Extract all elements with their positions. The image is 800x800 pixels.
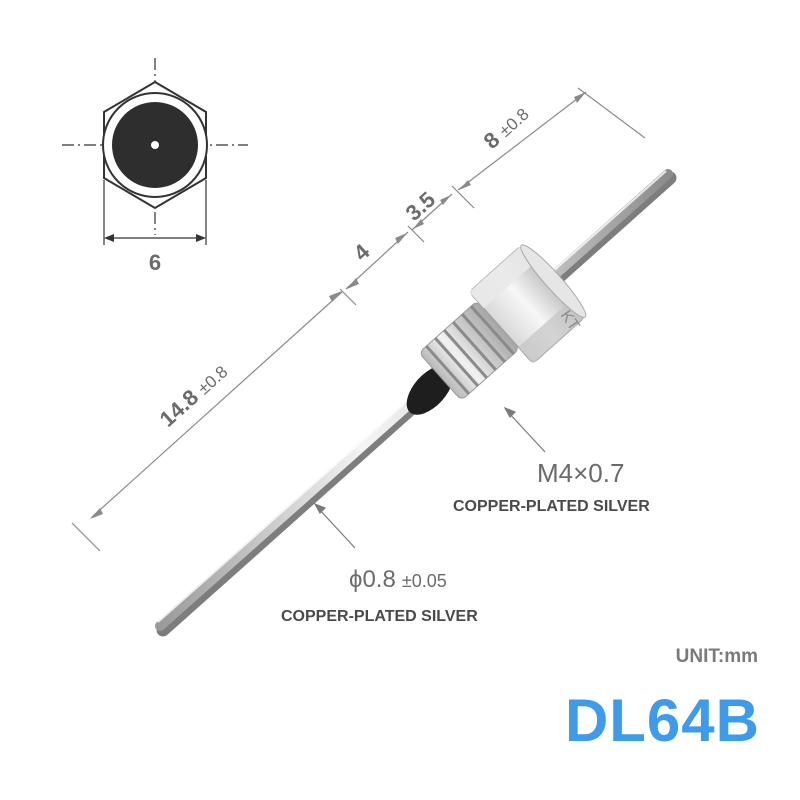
dim-thread-label: 4 xyxy=(349,238,375,265)
hex-end-view: 6 xyxy=(62,58,248,275)
pin-callout: ϕ0.8 ±0.05 xyxy=(349,566,447,593)
dim-total-tolerance: ±0.8 xyxy=(194,362,231,398)
arrow-total-left xyxy=(90,508,103,519)
dim-thread-value: 4 xyxy=(349,238,375,265)
pin-end-dot xyxy=(151,141,159,149)
pin-tolerance: ±0.05 xyxy=(402,571,447,591)
leader-pin-arrow xyxy=(313,502,327,514)
pin-material: COPPER-PLATED SILVER xyxy=(281,608,478,625)
arrow-hex-right xyxy=(440,195,451,205)
svg-text:8±0.8: 8±0.8 xyxy=(479,101,534,154)
dim-total-label: 14.8±0.8 xyxy=(155,358,233,432)
thread-material: COPPER-PLATED SILVER xyxy=(453,498,650,515)
pin-spec: ϕ0.8 xyxy=(349,566,396,593)
ext-line-pin-tip xyxy=(71,522,101,552)
dim-total-value: 14.8 xyxy=(155,384,204,431)
leader-pin xyxy=(317,507,356,549)
model-name: DL64B xyxy=(564,687,760,754)
svg-text:14.8±0.8: 14.8±0.8 xyxy=(155,358,233,431)
dimension-arrows xyxy=(90,92,586,519)
hex-width-label: 6 xyxy=(149,250,161,275)
ext-line-pin-end xyxy=(577,87,646,139)
dim-hex-label: 3.5 xyxy=(401,187,440,226)
dim-pin-tolerance: ±0.8 xyxy=(496,105,533,141)
arrow-pin-right xyxy=(574,92,586,103)
arrow-thread-right xyxy=(395,233,407,244)
dim-hex-value: 3.5 xyxy=(401,187,440,226)
ext-line-hex-end xyxy=(451,185,475,209)
hex-width-arrow-left xyxy=(104,234,114,242)
connector-side-view: KT xyxy=(155,169,677,637)
leader-thread-arrow xyxy=(503,406,517,418)
arrow-hex-left xyxy=(413,219,424,229)
dim-line-total xyxy=(91,291,343,518)
ext-line-hex-start xyxy=(407,225,425,243)
dim-line-pin xyxy=(457,91,587,191)
callout-leaders xyxy=(313,406,546,549)
dim-pin-label: 8±0.8 xyxy=(479,101,534,154)
leader-thread xyxy=(507,411,546,453)
ext-line-thread-start xyxy=(339,288,357,306)
hex-width-arrow-right xyxy=(196,234,206,242)
unit-label: UNIT:mm xyxy=(675,646,758,667)
hex-body xyxy=(469,244,587,364)
arrow-pin-left xyxy=(459,180,471,190)
arrow-thread-left xyxy=(347,278,359,289)
thread-spec: M4×0.7 xyxy=(537,458,624,488)
arrow-total-right xyxy=(329,291,342,302)
